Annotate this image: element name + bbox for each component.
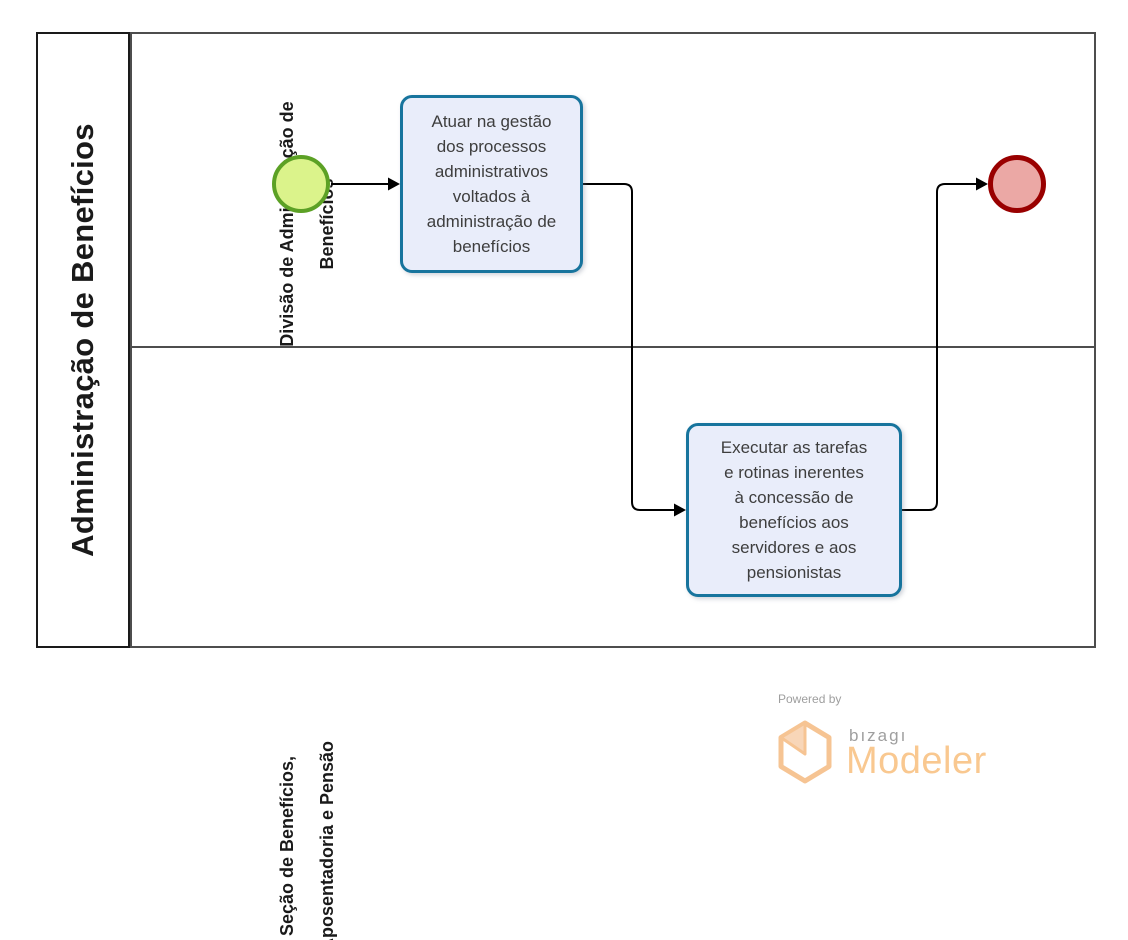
pool-header[interactable] <box>36 32 130 648</box>
start-event[interactable] <box>272 155 330 213</box>
bizagi-modeler-logo: Powered by bızagı Modeler <box>776 690 1036 790</box>
lane-secao-label: Seção de Benefícios, Aposentadoria e Pen… <box>277 740 337 940</box>
task-executar-tarefas[interactable]: Executar as tarefas e rotinas inerentes … <box>686 423 902 597</box>
bizagi-brand-text: bızagı <box>849 726 908 745</box>
powered-by-text: Powered by <box>778 692 842 706</box>
end-event[interactable] <box>988 155 1046 213</box>
task-executar-tarefas-label: Executar as tarefas e rotinas inerentes … <box>720 438 868 582</box>
task-atuar-gestao-label: Atuar na gestão dos processos administra… <box>426 112 557 256</box>
task-atuar-gestao[interactable]: Atuar na gestão dos processos administra… <box>400 95 583 273</box>
lane-secao-beneficios[interactable]: Seção de Benefícios, Aposentadoria e Pen… <box>132 348 1094 940</box>
lane-divisao-label: Divisão de Administração de Benefícios <box>277 101 337 347</box>
modeler-product-text: Modeler <box>846 740 987 782</box>
bizagi-hexagon-icon <box>778 720 832 784</box>
lanes-container: Divisão de Administração de Benefícios S… <box>130 32 1096 940</box>
